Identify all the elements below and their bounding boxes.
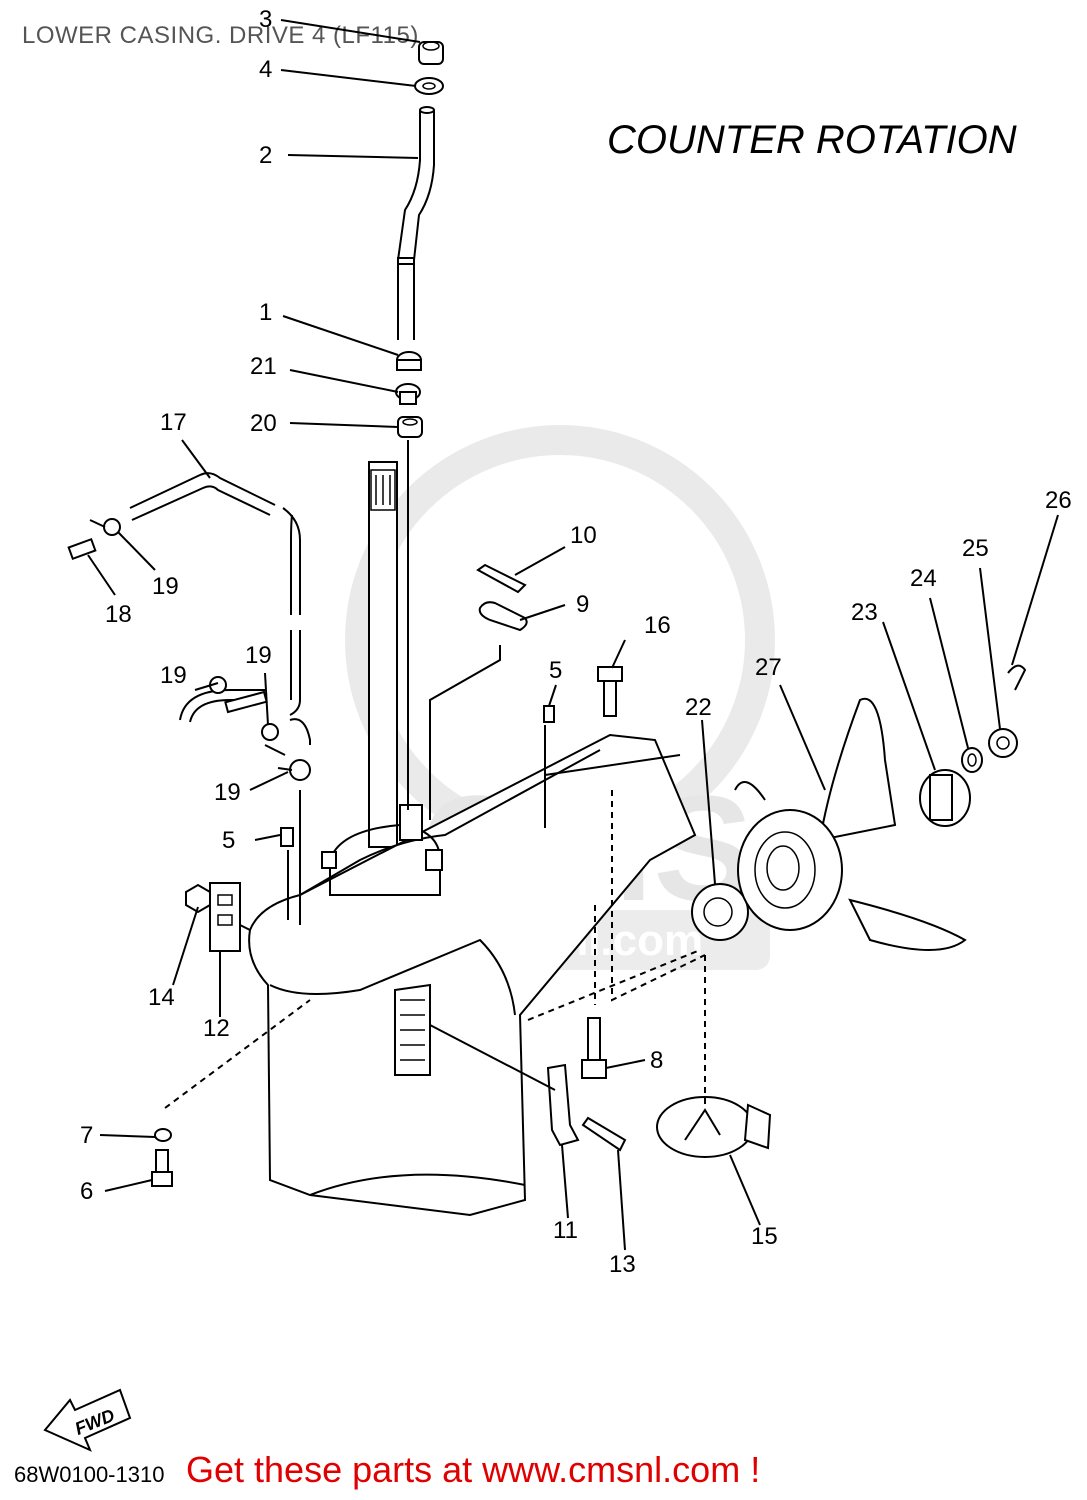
callout-12: 12 bbox=[203, 1015, 230, 1042]
callout-19d: 19 bbox=[214, 779, 241, 806]
nut-25 bbox=[988, 728, 1018, 758]
seal-1 bbox=[396, 351, 422, 371]
rotation-label: COUNTER ROTATION bbox=[607, 118, 1017, 162]
bracket-11 bbox=[546, 1063, 580, 1147]
propeller-27 bbox=[734, 697, 967, 951]
callout-3: 3 bbox=[259, 6, 272, 33]
bolt-16 bbox=[597, 666, 623, 717]
callout-8: 8 bbox=[650, 1047, 663, 1074]
diagram-code: 68W0100-1310 bbox=[14, 1462, 165, 1487]
washer-24 bbox=[961, 747, 983, 773]
callout-27: 27 bbox=[755, 654, 782, 681]
connector-19 bbox=[224, 690, 311, 745]
leader-lines bbox=[87, 19, 1059, 1251]
callout-13: 13 bbox=[609, 1251, 636, 1278]
callout-21: 21 bbox=[250, 353, 277, 380]
fwd-arrow: FWD bbox=[43, 1388, 132, 1452]
drive-shaft bbox=[368, 461, 398, 848]
callout-14: 14 bbox=[148, 984, 175, 1011]
callout-11: 11 bbox=[553, 1217, 578, 1244]
water-tube bbox=[397, 106, 435, 340]
washer-7 bbox=[154, 1128, 172, 1142]
callout-23: 23 bbox=[851, 599, 878, 626]
dowel-pin-5b bbox=[280, 827, 294, 847]
callout-6: 6 bbox=[80, 1178, 93, 1205]
trim-pieces bbox=[476, 563, 528, 632]
callout-4: 4 bbox=[259, 56, 272, 83]
callout-20: 20 bbox=[250, 410, 277, 437]
callout-17: 17 bbox=[160, 409, 187, 436]
spacer-22 bbox=[691, 883, 749, 941]
clamps-19 bbox=[89, 518, 311, 781]
grommet-4 bbox=[414, 77, 444, 95]
callout-5b: 5 bbox=[222, 827, 235, 854]
anode-15 bbox=[656, 1096, 772, 1158]
callout-16: 16 bbox=[644, 612, 671, 639]
bracket-12 bbox=[209, 882, 241, 952]
callout-22: 22 bbox=[685, 694, 712, 721]
fitting-18 bbox=[67, 537, 97, 561]
callout-1: 1 bbox=[259, 299, 272, 326]
grommet-20 bbox=[397, 416, 423, 438]
bolt-6 bbox=[151, 1149, 173, 1187]
callout-18: 18 bbox=[105, 601, 132, 628]
callout-5a: 5 bbox=[549, 657, 562, 684]
grommet-3 bbox=[418, 41, 444, 65]
bolt-13 bbox=[581, 1116, 627, 1152]
callout-19b: 19 bbox=[160, 662, 187, 689]
callout-numbers: 3 4 2 1 21 20 17 19 18 10 9 19 19 19 5 1… bbox=[80, 6, 1072, 1278]
diagram-title: LOWER CASING. DRIVE 4 (LF115) bbox=[22, 22, 419, 49]
callout-7: 7 bbox=[80, 1122, 93, 1149]
callout-10: 10 bbox=[570, 522, 597, 549]
callout-24: 24 bbox=[910, 565, 937, 592]
lower-casing bbox=[248, 733, 697, 1217]
callout-26: 26 bbox=[1045, 487, 1072, 514]
callout-9: 9 bbox=[576, 591, 589, 618]
grommet-21 bbox=[395, 383, 421, 405]
guide-lines bbox=[164, 440, 706, 1109]
dowel-pin-5a bbox=[543, 705, 555, 723]
hose-17 bbox=[129, 472, 301, 723]
callout-25: 25 bbox=[962, 535, 989, 562]
cta-link[interactable]: Get these parts at www.cmsnl.com ! bbox=[186, 1449, 761, 1490]
callout-2: 2 bbox=[259, 142, 272, 169]
callout-15: 15 bbox=[751, 1223, 778, 1250]
bolt-8 bbox=[581, 1017, 607, 1079]
callout-19c: 19 bbox=[245, 642, 272, 669]
cotter-pin-26 bbox=[1007, 664, 1027, 691]
spacer-23 bbox=[919, 769, 971, 827]
callout-19a: 19 bbox=[152, 573, 179, 600]
